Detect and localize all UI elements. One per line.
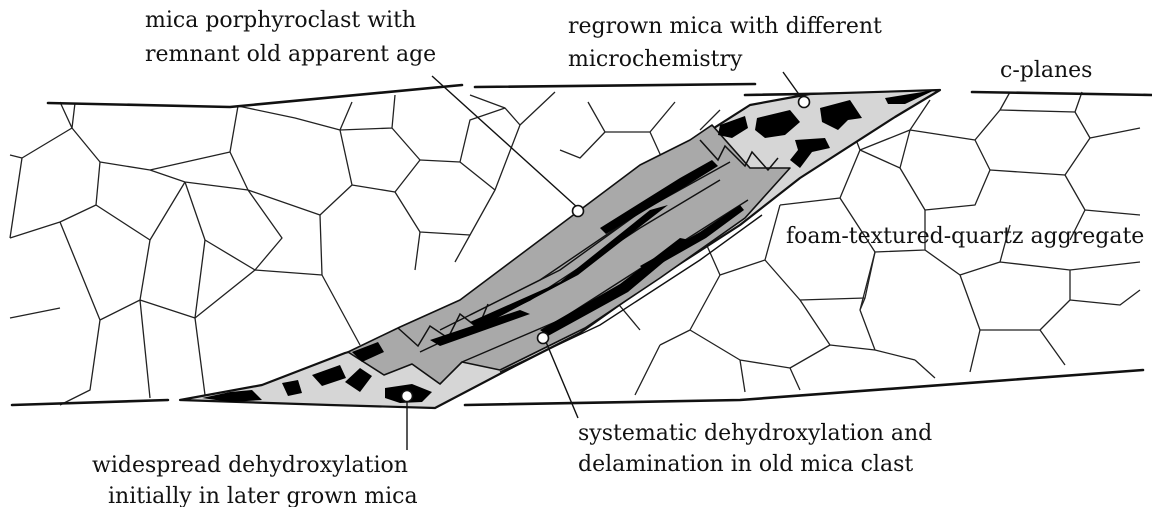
label-systematic-line2: delamination in old mica clast xyxy=(578,452,913,477)
leader-porphyroclast xyxy=(432,76,578,208)
old-mica-clast xyxy=(348,125,790,384)
pointer-dot-porphyroclast xyxy=(573,206,584,217)
label-foam-quartz: foam-textured-quartz aggregate xyxy=(786,224,1144,249)
label-c-planes: c-planes xyxy=(1000,58,1092,83)
label-widespread-line1: widespread dehydroxylation xyxy=(92,453,408,478)
label-systematic-line1: systematic dehydroxylation and xyxy=(578,421,932,446)
pointer-dot-regrown xyxy=(799,97,810,108)
pointer-dot-systematic xyxy=(538,333,549,344)
label-porphyroclast-line1: mica porphyroclast with xyxy=(145,8,416,33)
leader-regrown xyxy=(783,72,803,100)
label-regrown-line1: regrown mica with different xyxy=(568,14,882,39)
pointer-dot-widespread xyxy=(402,391,413,402)
label-regrown-line2: microchemistry xyxy=(568,47,743,72)
leader-systematic xyxy=(546,342,578,418)
mica-porphyroclast xyxy=(180,90,940,408)
label-porphyroclast-line2: remnant old apparent age xyxy=(145,42,436,67)
label-widespread-line2: initially in later grown mica xyxy=(108,484,418,507)
